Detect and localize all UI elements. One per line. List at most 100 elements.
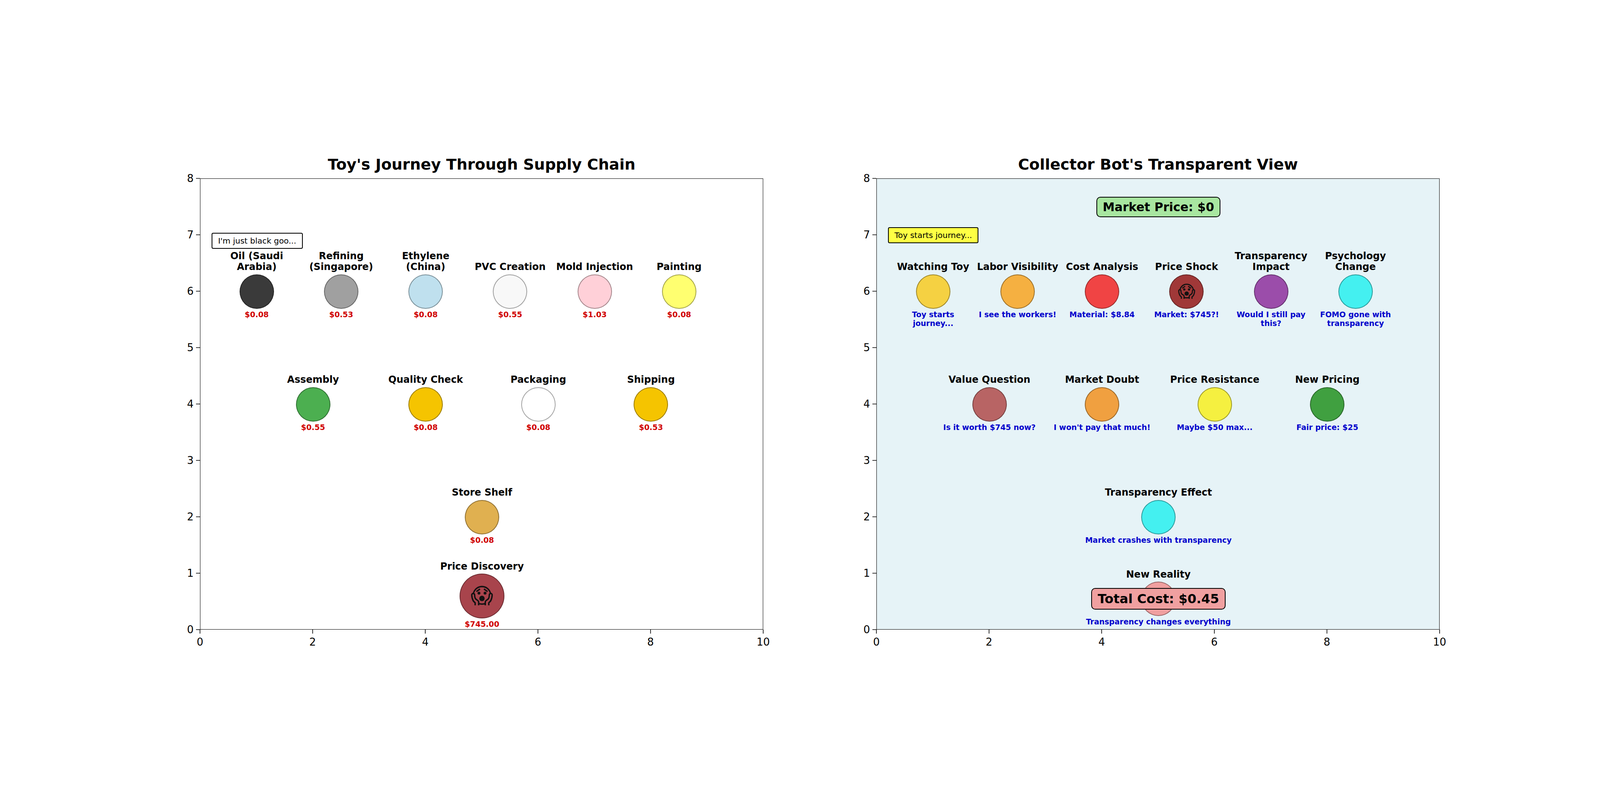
box-text: Total Cost: $0.45 <box>1097 591 1220 607</box>
step-circle: 😱 <box>1169 274 1204 309</box>
stage-node: Ethylene (China) $0.08 <box>384 250 467 320</box>
step-heading: Market Doubt <box>1064 374 1139 386</box>
step-heading: Price Resistance <box>1170 374 1260 386</box>
step-caption: I see the workers! <box>978 310 1057 320</box>
axis-tick-label: 2 <box>186 510 194 523</box>
step-circle <box>1000 274 1035 309</box>
step-circle <box>492 274 528 309</box>
axis-tick-label: 4 <box>186 398 194 410</box>
stage-node: Store Shelf $0.08 <box>418 487 546 545</box>
axis-tick-label: 0 <box>196 636 204 648</box>
stage-node: Oil (Saudi Arabia)$0.08 <box>215 250 298 320</box>
step-circle <box>1141 500 1176 535</box>
step-circle: 😱 <box>459 573 505 619</box>
step-heading: Value Question <box>948 374 1031 386</box>
stage-node: Transparency ImpactWould I still pay thi… <box>1230 250 1312 328</box>
step-caption: $0.08 <box>413 423 438 432</box>
step-caption: $0.53 <box>329 310 354 320</box>
stage-node: Market Doubt I won't pay that much! <box>1048 374 1156 432</box>
step-caption: $0.55 <box>301 423 326 432</box>
step-caption: Market: $745?! <box>1154 310 1219 320</box>
step-heading: Transparency Impact <box>1230 250 1312 273</box>
stage-node: Shipping $0.53 <box>596 374 705 432</box>
step-caption: I won't pay that much! <box>1053 423 1151 432</box>
step-caption: Would I still pay this? <box>1230 310 1312 328</box>
step-circle <box>662 274 697 309</box>
step-heading: Store Shelf <box>451 487 512 499</box>
step-heading: Price Shock <box>1155 261 1219 273</box>
price-box: Total Cost: $0.45 <box>1091 588 1226 610</box>
step-circle <box>408 274 443 309</box>
stage-node: Watching ToyToy starts journey... <box>892 261 974 328</box>
step-caption: $0.08 <box>667 310 692 320</box>
stage-node: Packaging$0.08 <box>484 374 593 432</box>
axis-tick-label: 1 <box>186 567 194 580</box>
axis-tick-label: 8 <box>1323 636 1331 648</box>
stage-node: Mold Injection$1.03 <box>553 261 636 319</box>
axis-tick-label: 4 <box>422 636 429 648</box>
step-caption: $0.55 <box>498 310 522 320</box>
step-heading: Ethylene (China) <box>384 250 467 273</box>
step-caption: $0.08 <box>413 310 438 320</box>
step-circle <box>577 274 612 309</box>
axis-tick-label: 8 <box>863 172 870 185</box>
step-heading: Assembly <box>287 374 339 386</box>
stage-node: PVC Creation $0.55 <box>469 261 552 319</box>
axis-tick-label: 5 <box>863 341 870 354</box>
price-box: Market Price: $0 <box>1096 196 1221 218</box>
stage-node: Assembly $0.55 <box>259 374 368 432</box>
panel-title: Collector Bot's Transparent View <box>1018 155 1298 174</box>
step-caption: FOMO gone with transparency <box>1314 310 1397 328</box>
stage-node: Psychology ChangeFOMO gone with transpar… <box>1314 250 1397 328</box>
box-text: Toy starts journey... <box>894 230 972 240</box>
axis-tick-label: 4 <box>863 398 870 410</box>
panel-title: Toy's Journey Through Supply Chain <box>328 155 636 174</box>
step-heading: Shipping <box>627 374 675 386</box>
step-circle <box>408 387 443 422</box>
axis-tick-label: 2 <box>863 510 870 523</box>
step-caption: $0.53 <box>638 423 663 432</box>
axis-tick-label: 5 <box>186 341 194 354</box>
step-heading: Labor Visibility <box>976 261 1058 273</box>
stage-node: Cost AnalysisMaterial: $8.84 <box>1061 261 1144 319</box>
axis-tick-label: 8 <box>186 172 194 185</box>
step-heading: PVC Creation <box>474 261 546 273</box>
step-caption: Material: $8.84 <box>1069 310 1135 320</box>
step-circle <box>1254 274 1289 309</box>
stage-node: Price Discovery😱$745.00 <box>418 561 546 629</box>
step-caption: Is it worth $745 now? <box>943 423 1036 432</box>
tick-marks <box>196 178 1440 634</box>
stage-node: Price Shock😱Market: $745?! <box>1145 261 1228 319</box>
axis-tick-label: 0 <box>186 623 194 636</box>
chart-panel: Collector Bot's Transparent ViewMarket P… <box>876 178 1440 630</box>
stage-node: Quality Check $0.08 <box>371 374 480 432</box>
stage-node: Price ResistanceMaybe $50 max... <box>1160 374 1269 432</box>
axis-tick-label: 6 <box>863 285 870 298</box>
title-wrap: Collector Bot's Transparent View <box>876 155 1440 174</box>
axis-tick-label: 3 <box>186 454 194 467</box>
step-caption: $1.03 <box>582 310 607 320</box>
step-caption: Maybe $50 max... <box>1176 423 1253 432</box>
axis-tick-label: 0 <box>873 636 880 648</box>
speech-callout: Toy starts journey... <box>888 227 979 244</box>
chart-panel: Toy's Journey Through Supply ChainI'm ju… <box>200 178 764 630</box>
title-wrap: Toy's Journey Through Supply Chain <box>200 155 763 174</box>
step-circle <box>1338 274 1373 309</box>
box-text: Market Price: $0 <box>1102 200 1215 214</box>
axis-tick-label: 8 <box>647 636 654 648</box>
axis-tick-label: 6 <box>534 636 542 648</box>
step-heading: Packaging <box>510 374 566 386</box>
stage-node: Value Question Is it worth $745 now? <box>935 374 1044 432</box>
axis-tick-label: 10 <box>756 636 770 648</box>
step-heading: New Pricing <box>1295 374 1360 386</box>
step-caption: $0.08 <box>470 536 494 545</box>
step-heading: Psychology Change <box>1314 250 1397 273</box>
step-heading: Quality Check <box>388 374 464 386</box>
step-caption: $0.08 <box>244 310 269 320</box>
step-circle <box>239 274 274 309</box>
axis-tick-label: 6 <box>1211 636 1218 648</box>
step-caption: Toy starts journey... <box>892 310 974 328</box>
step-circle <box>1084 387 1120 422</box>
step-caption: Transparency changes everything <box>1086 617 1231 627</box>
step-circle <box>1084 274 1120 309</box>
